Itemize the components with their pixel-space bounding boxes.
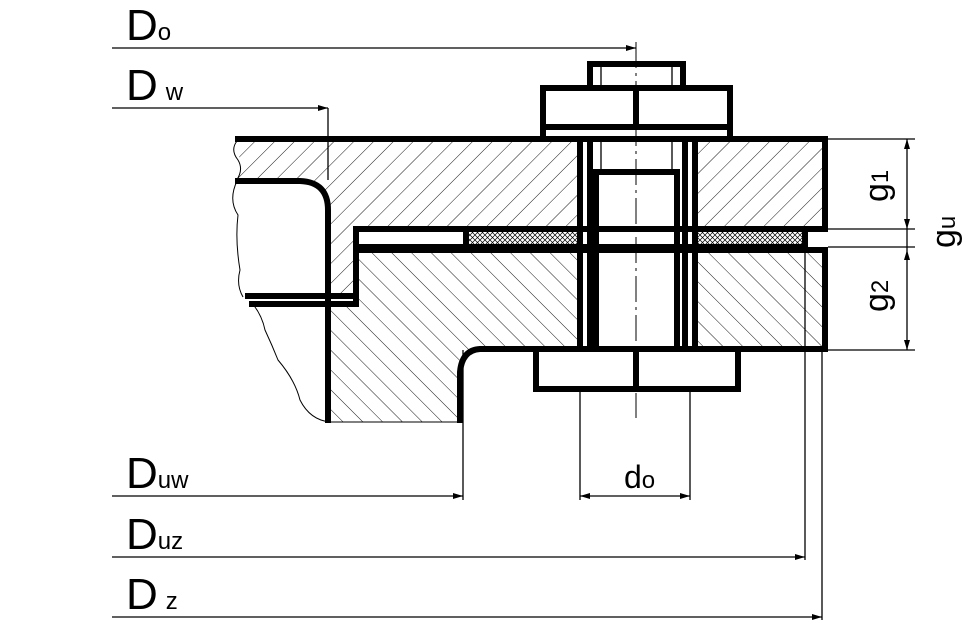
label-Duz: Duz xyxy=(126,510,183,559)
label-Duw: Duw xyxy=(126,449,189,498)
break-line xyxy=(232,140,460,423)
upper-flange xyxy=(237,141,823,297)
gasket-right xyxy=(697,231,803,247)
label-g2: g2 xyxy=(858,280,896,312)
gasket-left xyxy=(468,231,578,247)
label-do: do xyxy=(624,459,655,495)
label-gu: gu xyxy=(925,216,963,248)
thread-lines xyxy=(600,64,673,170)
dimension-lines xyxy=(112,45,910,620)
label-Do: Do xyxy=(126,1,171,50)
label-g1: g1 xyxy=(858,170,896,202)
extension-lines xyxy=(327,108,915,620)
lower-flange xyxy=(330,250,823,422)
